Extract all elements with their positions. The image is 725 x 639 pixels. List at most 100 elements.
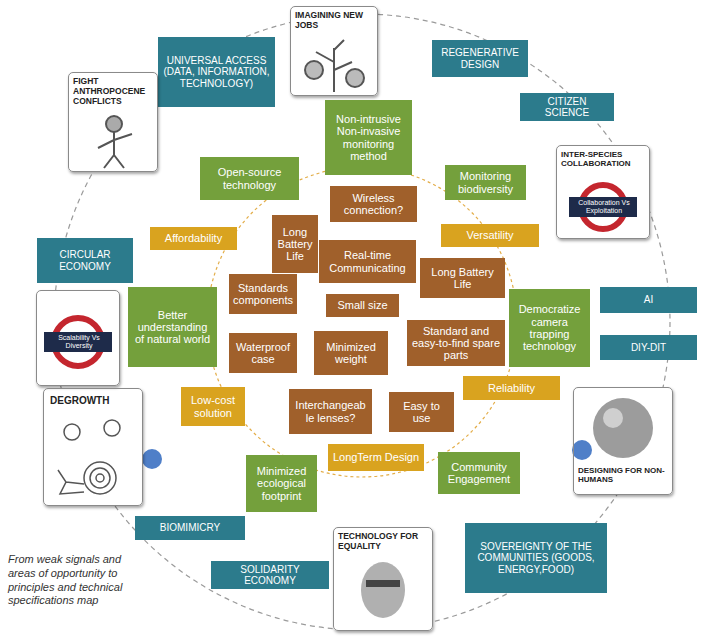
box-text: Better understanding of natural world: [132, 309, 213, 346]
card-backgrounds: [36, 6, 673, 631]
roundel-bar: [44, 332, 112, 352]
box-text: Long Battery Life: [424, 266, 501, 291]
box-text: Reliability: [488, 382, 535, 394]
card-title: Collaboration Vs Exploitation: [571, 199, 637, 215]
caption: From weak signals and areas of opportuni…: [8, 553, 140, 608]
card-fill: [333, 527, 433, 631]
head-sketch: [64, 424, 80, 440]
snail-body: [58, 470, 84, 494]
globe-sketch: [593, 398, 653, 458]
opportunity-box: SOVEREIGNTY OF THE COMMUNITIES (GOODS, E…: [465, 523, 607, 593]
box-text: Low-cost solution: [185, 394, 241, 419]
opportunity-box: UNIVERSAL ACCESS (DATA, INFORMATION, TEC…: [158, 37, 275, 107]
box-text: Community Engagement: [442, 461, 516, 486]
box-text: SOVEREIGNTY OF THE COMMUNITIES (GOODS, E…: [469, 541, 603, 575]
card-title: DESIGNING FOR NON-HUMANS: [578, 466, 670, 484]
specification-box: Waterproof case: [229, 333, 297, 373]
opportunity-box: AI: [600, 287, 697, 313]
specification-box: Minimized weight: [314, 331, 388, 375]
opportunity-box: SOLIDARITY ECONOMY: [211, 561, 329, 589]
box-text: UNIVERSAL ACCESS (DATA, INFORMATION, TEC…: [162, 55, 271, 89]
head-sketch: [106, 116, 122, 132]
opportunity-box: CITIZEN SCIENCE: [520, 93, 614, 121]
opportunity-box: DIY-DIT: [600, 335, 697, 360]
signal-card: DESIGNING FOR NON-HUMANS: [573, 387, 673, 495]
box-text: Affordability: [165, 232, 222, 244]
card-fill: [556, 145, 650, 239]
specification-box: Long Battery Life: [272, 215, 318, 273]
principle-box: Democratize camera trapping technology: [509, 289, 590, 367]
box-text: Minimized ecological footprint: [250, 465, 313, 502]
signal-card: DEGROWTH: [43, 388, 143, 506]
opportunity-box: BIOMIMICRY: [135, 516, 245, 540]
principle-box: Monitoring biodiversity: [445, 165, 526, 200]
box-text: Standards components: [233, 282, 293, 307]
fight-sketch: [98, 116, 132, 168]
head-sketch: [104, 420, 120, 436]
principle-box: Non-intrusive Non-invasive monitoring me…: [325, 100, 412, 175]
specification-box: Easy to use: [389, 392, 454, 432]
box-text: AI: [644, 294, 653, 305]
card-title: TECHNOLOGY FOR EQUALITY: [338, 532, 430, 552]
globe-highlight: [603, 408, 623, 428]
face-sketch: [361, 562, 405, 618]
blue-dot: [572, 440, 592, 460]
box-text: SOLIDARITY ECONOMY: [215, 564, 325, 586]
specification-box: Wireless connection?: [330, 186, 417, 222]
nonhumans-sketch: [593, 398, 653, 458]
box-text: LongTerm Design: [333, 451, 419, 463]
specification-box: Standards components: [229, 274, 297, 314]
box-text: Wireless connection?: [334, 192, 413, 217]
box-text: CIRCULAR ECONOMY: [41, 249, 129, 271]
head-sketch: [346, 69, 364, 87]
quality-box: Affordability: [150, 227, 237, 250]
box-text: Easy to use: [393, 400, 450, 425]
blue-dot: [142, 449, 162, 469]
principle-box: Minimized ecological footprint: [246, 455, 317, 512]
snail-shell: [84, 462, 116, 494]
roundel-bar: [569, 197, 637, 217]
box-text: Small size: [337, 299, 387, 311]
equality-sketch: [361, 562, 405, 618]
box-text: REGENERATIVE DESIGN: [436, 47, 524, 69]
card-fill: [290, 6, 378, 96]
box-text: Standard and easy-to-find spare parts: [411, 325, 501, 362]
head-sketch: [305, 61, 323, 79]
box-text: Democratize camera trapping technology: [513, 303, 586, 352]
box-text: Real-time Communicating: [323, 249, 412, 274]
specification-box: Interchangeab le lenses?: [289, 389, 372, 434]
inner-ring: [207, 167, 517, 477]
quality-box: Reliability: [463, 376, 560, 400]
snail-shell: [90, 468, 110, 488]
box-text: CITIZEN SCIENCE: [524, 96, 610, 118]
principle-box: Better understanding of natural world: [128, 287, 217, 367]
card-fill: [43, 388, 143, 506]
snail-shell: [96, 474, 104, 482]
signal-card: INTER-SPECIES COLLABORATIONCollaboration…: [556, 145, 650, 239]
box-text: DIY-DIT: [631, 342, 666, 353]
card-title: Scalability Vs Diversity: [46, 334, 112, 350]
jobs-sketch: [305, 40, 364, 92]
quality-box: Versatility: [441, 224, 539, 247]
opportunity-box: CIRCULAR ECONOMY: [37, 238, 133, 283]
signal-card: Scalability Vs Diversity: [36, 290, 120, 386]
specification-box: Long Battery Life: [420, 258, 505, 298]
box-text: Non-intrusive Non-invasive monitoring me…: [329, 113, 408, 162]
figure-sketch: [98, 132, 132, 168]
box-text: Minimized weight: [318, 341, 384, 366]
quality-box: Low-cost solution: [181, 387, 245, 426]
card-fill: [36, 290, 120, 386]
card-title: IMAGINING NEW JOBS: [295, 11, 375, 31]
card-fill: [68, 72, 158, 172]
box-text: Open-source technology: [204, 166, 295, 191]
box-text: Waterproof case: [233, 341, 293, 366]
card-title: FIGHT ANTHROPOCENE CONFLICTS: [73, 77, 155, 106]
opportunity-box: REGENERATIVE DESIGN: [432, 40, 528, 77]
quality-box: LongTerm Design: [328, 444, 424, 471]
inter-roundel: [569, 185, 637, 229]
principle-box: Open-source technology: [200, 157, 299, 200]
signal-card: TECHNOLOGY FOR EQUALITY: [333, 527, 433, 631]
box-text: Monitoring biodiversity: [449, 170, 522, 195]
principle-box: Community Engagement: [438, 452, 520, 494]
